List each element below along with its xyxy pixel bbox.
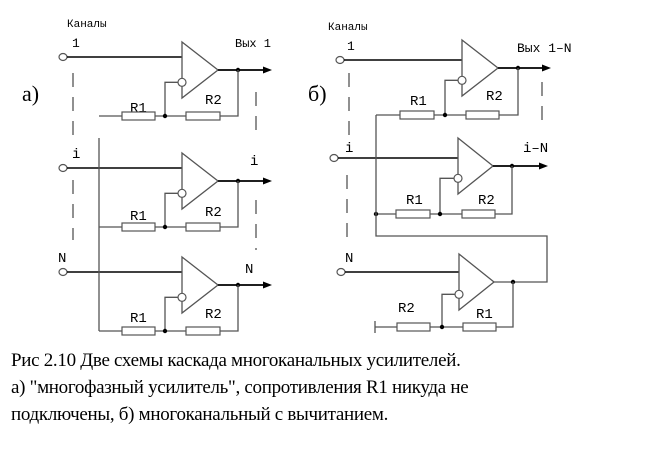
inverting-feedback-wire [164,192,178,227]
panel-a-r1-label-3: R1 [130,311,147,327]
panel-a-input-label-1: 1 [72,36,80,51]
inverting-feedback-wire [164,81,178,116]
output-arrow-icon [542,64,551,72]
r2-feedback-wire [220,181,239,228]
inverting-input-bubble [454,289,464,299]
inverting-feedback-wire [439,177,454,214]
input-terminal [58,163,68,173]
panel-a-r2-label-2: R2 [205,205,222,221]
input-terminal [336,267,346,277]
junction-dot [442,112,448,118]
panel-b-output-label-1: Вых 1–N [517,41,572,56]
junction-dot [437,211,443,217]
inverting-input-bubble [453,173,463,183]
resistor-r2 [185,111,221,121]
panel-a-output-label-i: i [250,154,258,170]
op-amp-a-3 [181,255,220,315]
resistor-r2 [185,222,221,232]
output-arrow-icon [263,177,272,185]
panel-a-input-label-n: N [58,251,66,267]
op-amp-b-i [457,136,495,196]
panel-a-output-label-n: N [245,262,253,278]
junction-dot [162,328,168,334]
panel-b-r2-label-1: R2 [486,89,503,105]
resistor-r2 [465,110,500,120]
panel-b-r1-label-3: R1 [476,307,493,323]
resistor-r1 [121,222,156,232]
panel-b-input-label-n: N [345,251,353,267]
panel-b-r1-label-1: R1 [410,94,427,110]
resistor-r1 [121,326,156,336]
inverting-input-bubble [177,188,187,198]
resistor-r1 [462,322,497,332]
panel-a-output-label-1: Вых 1 [235,37,271,51]
junction-dot [162,224,168,230]
input-terminal [58,267,68,277]
panel-b-r2-label-3: R2 [398,301,415,317]
panel-b-subtracting-amplifier: б) Каналы 1 i N Вых 1–N i–N R1 R2 R1 R2 … [308,22,572,323]
input-terminal [335,55,345,65]
op-amp-b-n [458,252,496,312]
op-amp-a-2 [181,151,220,211]
panel-a-input-label-i: i [72,147,80,163]
resistor-r2 [461,209,496,219]
panel-a-r1-label-2: R1 [130,209,147,225]
figure-caption: Рис 2.10 Две схемы каскада многоканальны… [11,347,661,428]
resistor-r1 [399,110,435,120]
panel-b-r1-label-2: R1 [406,193,423,209]
caption-line-2: а) "многофазный усилитель", сопротивлени… [11,377,469,398]
inverting-feedback-wire [441,293,455,327]
panel-b-input-label-i: i [345,141,353,157]
panel-a-r2-label-3: R2 [205,307,222,323]
op-amp-a-1 [181,40,220,100]
r2-feedback-wire [220,70,239,117]
r2-feedback-wire [220,285,239,332]
output-arrow-icon [263,281,272,289]
panel-a-multiphase-amplifier: а) Каналы 1 i N Вых 1 i N R1 R2 R1 R2 R1… [22,19,271,327]
r2-feedback-wire [495,166,513,215]
output-arrow-icon [263,66,272,74]
panel-b-label: б) [308,81,327,106]
op-amp-b-1 [461,38,500,98]
inverting-input-bubble [177,292,187,302]
panel-b-output-label-i: i–N [523,141,548,157]
resistor-r1 [121,111,156,121]
caption-line-1: Рис 2.10 Две схемы каскада многоканальны… [11,350,461,371]
caption-line-3: подключены, б) многоканальный с вычитани… [11,404,389,425]
inverting-input-bubble [177,77,187,87]
panel-a-r2-label-1: R2 [205,93,222,109]
inverting-feedback-wire [164,296,178,331]
resistor-r1 [395,209,431,219]
r1-feedback-wire [496,282,514,328]
panel-a-label: а) [22,81,39,106]
resistor-r2 [396,322,431,332]
circuit-schematic: а) Каналы 1 i N Вых 1 i N R1 R2 R1 R2 R1… [22,19,572,336]
wires-layer [58,38,551,336]
junction-dot [162,113,168,119]
output-arrow-icon [539,162,548,170]
panel-b-channels-header: Каналы [328,22,368,34]
inverting-input-bubble [457,75,467,85]
resistor-r2 [185,326,221,336]
input-terminal [329,153,339,163]
r2-feedback-wire [499,68,519,116]
r1-bus-to-last-output [375,115,548,283]
junction-dot [439,324,445,330]
inverting-feedback-wire [444,79,458,115]
panel-a-channels-header: Каналы [67,19,107,31]
input-terminal [58,52,68,62]
panel-b-input-label-1: 1 [347,39,355,54]
panel-b-r2-label-2: R2 [478,193,495,209]
